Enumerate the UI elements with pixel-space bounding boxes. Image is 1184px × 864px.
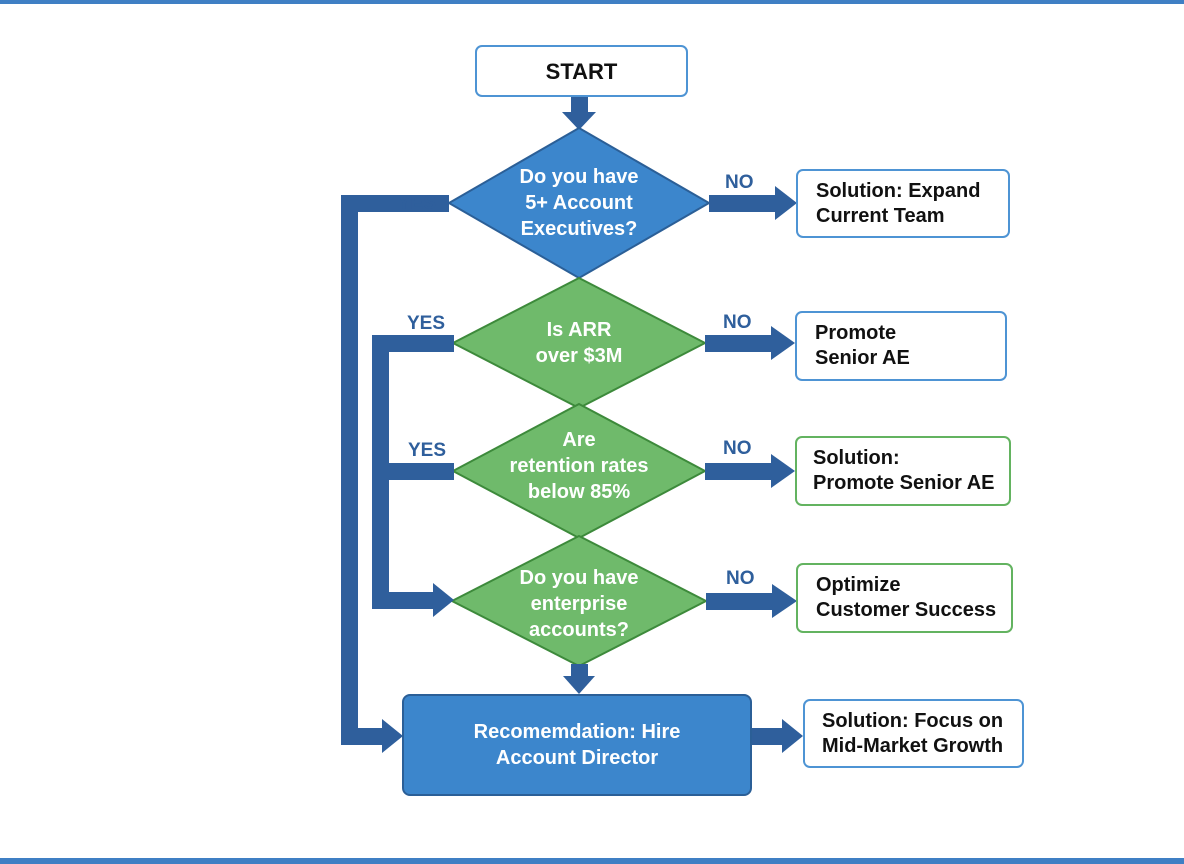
outcome-promote-senior-ae: Promote Senior AE	[795, 311, 1007, 381]
outcome-mid-market-growth: Solution: Focus on Mid-Market Growth	[803, 699, 1024, 768]
outcome-5-line-1: Solution: Focus on	[822, 709, 1004, 732]
yes-label-q1: YES	[398, 193, 437, 214]
yes-path-q2-q3	[372, 335, 454, 617]
decision-text-3: Are retention rates below 85%	[479, 427, 679, 505]
decision-1-line-2: 5+ Account	[525, 192, 633, 214]
decision-text-1: Do you have 5+ Account Executives?	[479, 164, 679, 242]
decision-2-line-2: over $3M	[535, 345, 623, 367]
yes-label-q3: YES	[408, 440, 447, 461]
outcome-1-line-2: Current Team	[816, 204, 945, 227]
decision-text-4: Do you have enterprise accounts?	[479, 565, 679, 643]
no-label-q2: NO	[723, 312, 752, 333]
arrowhead-into-q1	[562, 112, 596, 130]
outcome-4-line-2: Customer Success	[816, 599, 997, 621]
start-label: START	[545, 58, 618, 84]
top-border-band	[0, 0, 1184, 4]
outcome-1-line-1: Solution: Expand	[816, 179, 981, 202]
decision-text-2: Is ARR over $3M	[479, 317, 679, 369]
outcome-2-line-2: Senior AE	[815, 347, 910, 369]
decision-4-line-1: Do you have	[519, 567, 639, 589]
no-arrow-q2	[705, 326, 795, 360]
decision-4-line-3: accounts?	[528, 619, 630, 641]
outcome-2-line-1: Promote	[815, 322, 897, 344]
bottom-border-band	[0, 858, 1184, 864]
start-node: START	[475, 45, 688, 97]
arrowhead-into-recommendation	[563, 676, 595, 694]
no-arrow-q3	[705, 454, 795, 488]
yes-path-q1	[341, 195, 449, 753]
decision-1-line-3: Executives?	[520, 218, 638, 240]
recommendation-node: Recomemdation: Hire Account Director	[402, 694, 752, 796]
arrow-recommendation-to-solution	[752, 719, 803, 753]
yes-label-q2: YES	[407, 313, 446, 334]
outcome-3-line-2: Promote Senior AE	[813, 472, 995, 494]
decision-2-line-1: Is ARR	[546, 319, 612, 341]
outcome-optimize-customer-success: Optimize Customer Success	[796, 563, 1013, 633]
decision-4-line-2: enterprise	[530, 593, 628, 615]
decision-1-line-1: Do you have	[519, 166, 639, 188]
no-label-q1: NO	[725, 172, 754, 193]
decision-3-line-3: below 85%	[527, 481, 631, 503]
outcome-5-line-2: Mid-Market Growth	[822, 734, 1004, 757]
recommendation-line-1: Recomemdation: Hire	[473, 721, 681, 743]
recommendation-line-2: Account Director	[495, 747, 659, 769]
decision-3-line-1: Are	[562, 429, 596, 451]
outcome-3-line-1: Solution:	[813, 447, 900, 469]
outcome-solution-promote-senior-ae: Solution: Promote Senior AE	[795, 436, 1011, 506]
no-label-q4: NO	[726, 568, 755, 589]
connector-start-to-q1	[571, 96, 588, 114]
decision-3-line-2: retention rates	[509, 455, 649, 477]
outcome-expand-team: Solution: Expand Current Team	[796, 169, 1010, 238]
no-arrow-q1	[709, 186, 797, 220]
no-label-q3: NO	[723, 438, 752, 459]
no-arrow-q4	[706, 584, 797, 618]
outcome-4-line-1: Optimize	[816, 574, 901, 596]
